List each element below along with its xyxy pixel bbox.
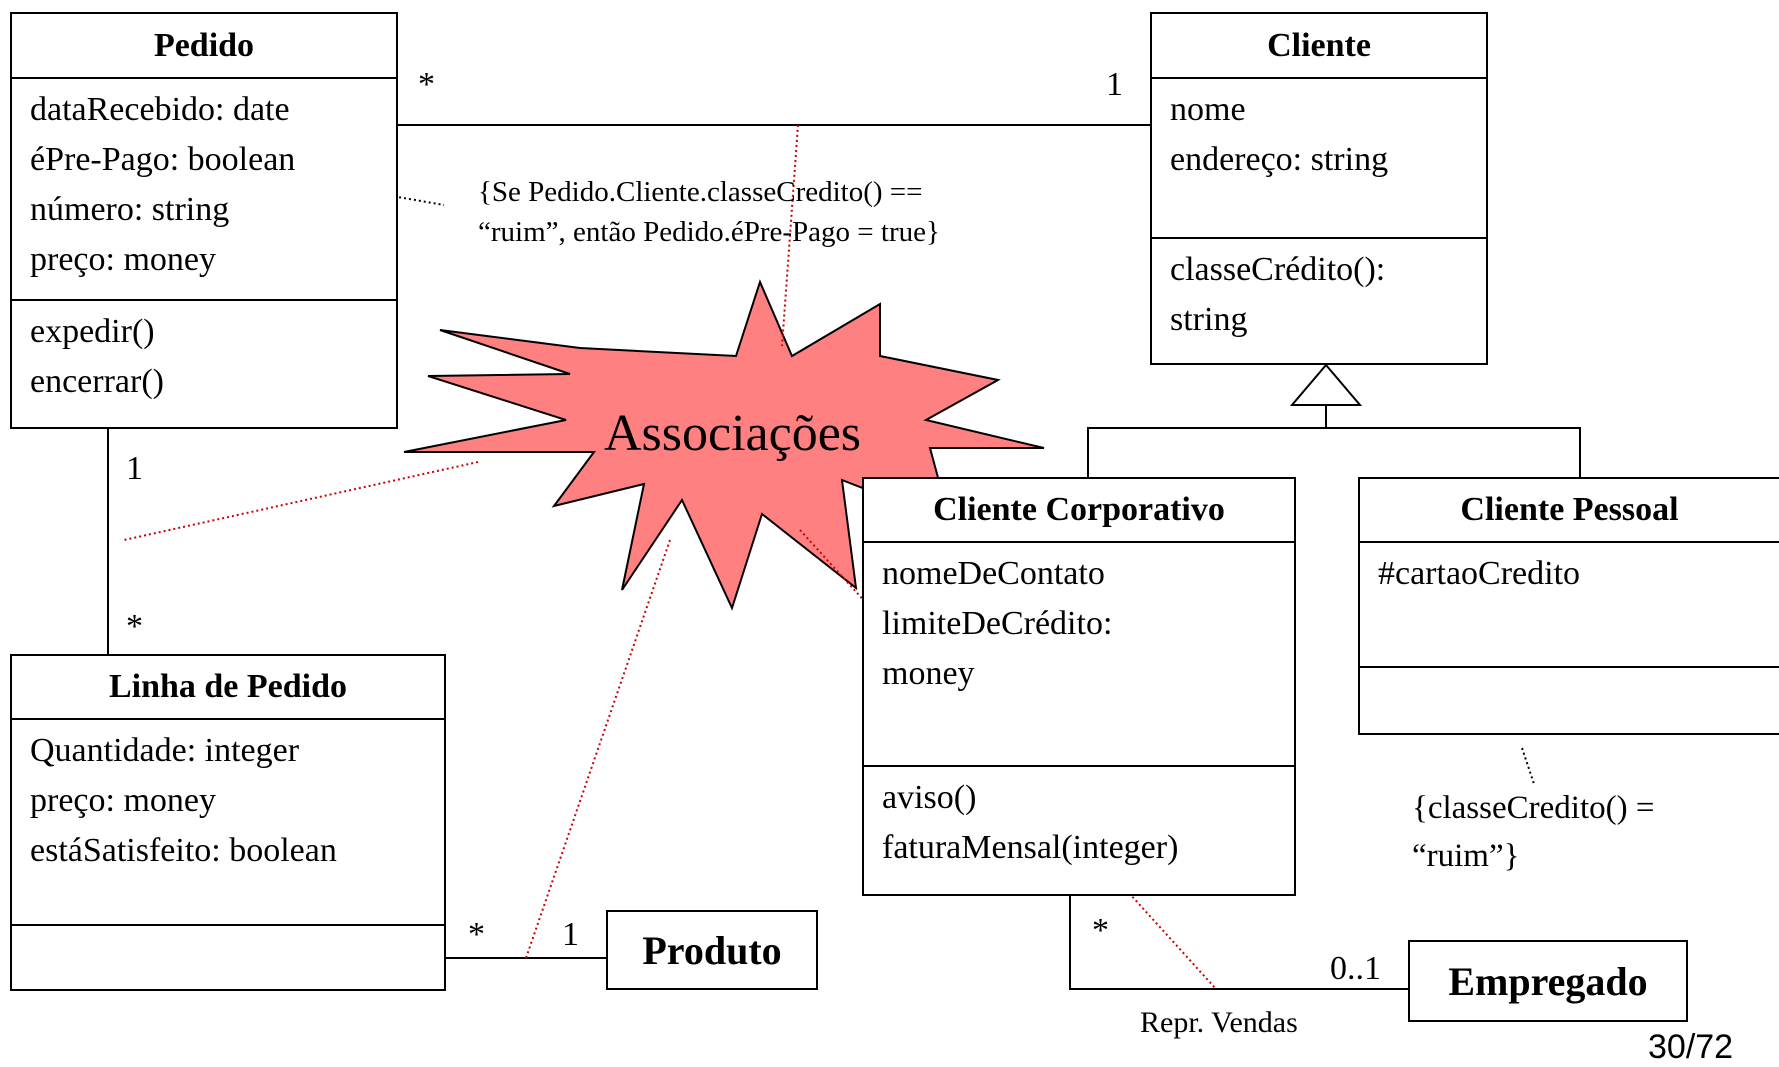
class-cliente: Cliente nome endereço: string classeCréd… xyxy=(1150,12,1488,365)
multiplicity-pedido-cliente-pedido: * xyxy=(418,66,435,103)
multiplicity-pedido-linha-linha: * xyxy=(126,608,143,645)
attribute: preço: money xyxy=(30,782,216,819)
attribute: #cartaoCredito xyxy=(1378,555,1581,592)
pointer-to-linha-produto xyxy=(525,539,671,959)
constraint-pedido-prepago: {Se Pedido.Cliente.classeCredito() == “r… xyxy=(478,172,940,252)
attributes-compartment: dataRecebido: date éPre-Pago: boolean nú… xyxy=(12,79,396,301)
attribute: Quantidade: integer xyxy=(30,732,300,769)
associacoes-star-callout xyxy=(403,279,1045,611)
operation: expedir() xyxy=(30,313,155,350)
attributes-compartment: Quantidade: integer preço: money estáSat… xyxy=(12,720,444,926)
constraint-line: {classeCredito() = xyxy=(1412,790,1655,826)
multiplicity-linha-produto-linha: * xyxy=(468,916,485,953)
constraint-cliente-pessoal: {classeCredito() = “ruim”} xyxy=(1412,784,1654,880)
class-linha-de-pedido: Linha de Pedido Quantidade: integer preç… xyxy=(10,654,446,991)
constraint-line: {Se Pedido.Cliente.classeCredito() == xyxy=(478,176,923,208)
attributes-compartment: #cartaoCredito xyxy=(1360,543,1779,668)
multiplicity-pedido-linha-pedido: 1 xyxy=(126,450,143,487)
operations-compartment: aviso() faturaMensal(integer) xyxy=(864,767,1294,879)
role-label-repr-vendas: Repr. Vendas xyxy=(1140,1006,1298,1039)
constraint-line: “ruim”, então Pedido.éPre-Pago = true} xyxy=(478,216,940,248)
attribute: estáSatisfeito: boolean xyxy=(30,832,337,869)
generalization-triangle xyxy=(1289,363,1363,406)
attribute: limiteDeCrédito: xyxy=(882,605,1113,642)
operations-compartment: classeCrédito(): string xyxy=(1152,239,1486,351)
operation: string xyxy=(1170,301,1248,338)
constraint-line: “ruim”} xyxy=(1412,838,1520,874)
operations-compartment: expedir() encerrar() xyxy=(12,301,396,413)
multiplicity-pedido-cliente-cliente: 1 xyxy=(1106,66,1123,103)
class-name: Cliente Pessoal xyxy=(1360,479,1779,543)
multiplicity-corporativo-empregado-corporativo: * xyxy=(1092,912,1109,949)
pessoal-constraint-anchor xyxy=(1521,747,1535,785)
class-cliente-pessoal: Cliente Pessoal #cartaoCredito xyxy=(1358,477,1779,735)
attribute: endereço: string xyxy=(1170,141,1389,178)
operation: aviso() xyxy=(882,779,977,816)
pointer-to-corporativo-empregado xyxy=(799,529,1217,990)
callout-pointers xyxy=(123,124,1217,990)
pointer-to-pedido-linha xyxy=(123,461,479,541)
page-number: 30/72 xyxy=(1648,1028,1734,1066)
pointer-to-pedido-cliente xyxy=(781,124,799,347)
association-corporativo-empregado xyxy=(1069,896,1408,990)
associacoes-callout-text: Associações xyxy=(604,405,862,462)
class-name: Pedido xyxy=(12,14,396,79)
class-name: Produto xyxy=(642,927,782,973)
attribute: preço: money xyxy=(30,241,216,278)
multiplicity-corporativo-empregado-empregado: 0..1 xyxy=(1330,950,1381,987)
class-name: Cliente xyxy=(1152,14,1486,79)
attribute: nome xyxy=(1170,91,1246,128)
operations-compartment xyxy=(1360,668,1779,680)
attribute: dataRecebido: date xyxy=(30,91,290,128)
diagram-connectors xyxy=(107,124,1581,990)
attribute: número: string xyxy=(30,191,230,228)
class-pedido: Pedido dataRecebido: date éPre-Pago: boo… xyxy=(10,12,398,429)
class-name: Linha de Pedido xyxy=(12,656,444,720)
attribute: nomeDeContato xyxy=(882,555,1105,592)
operation: classeCrédito(): xyxy=(1170,251,1386,288)
multiplicity-linha-produto-produto: 1 xyxy=(562,916,579,953)
uml-class-diagram: Pedido dataRecebido: date éPre-Pago: boo… xyxy=(10,12,1779,1066)
attribute: money xyxy=(882,655,975,692)
class-name: Cliente Corporativo xyxy=(864,479,1294,543)
operations-compartment xyxy=(12,926,444,938)
class-name: Empregado xyxy=(1448,958,1648,1004)
attributes-compartment: nome endereço: string xyxy=(1152,79,1486,239)
attributes-compartment: nomeDeContato limiteDeCrédito: money xyxy=(864,543,1294,767)
class-cliente-corporativo: Cliente Corporativo nomeDeContato limite… xyxy=(862,477,1296,896)
attribute: éPre-Pago: boolean xyxy=(30,141,296,178)
operation: encerrar() xyxy=(30,363,164,400)
operation: faturaMensal(integer) xyxy=(882,829,1179,866)
generalization-corporativo-line xyxy=(1087,427,1581,477)
class-produto: Produto xyxy=(606,910,818,990)
class-empregado: Empregado xyxy=(1408,940,1688,1022)
